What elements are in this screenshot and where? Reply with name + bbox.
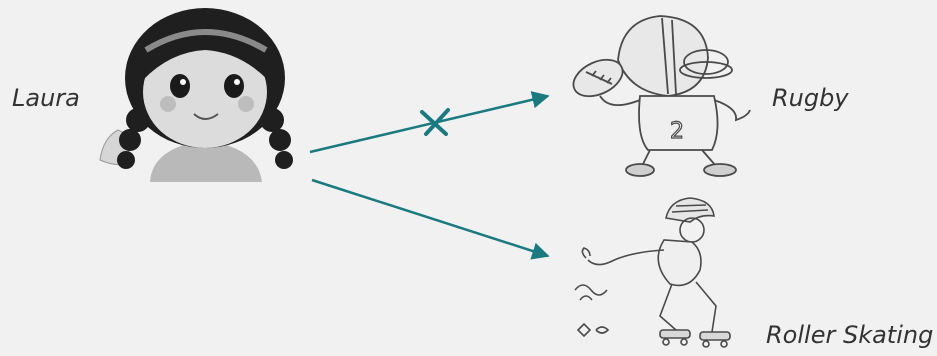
- roller-skater-icon: [575, 198, 730, 347]
- person-label-laura: Laura: [12, 84, 80, 112]
- rugby-player-icon: 2: [568, 16, 750, 176]
- arrow-laura-to-roller-skating: [312, 180, 548, 256]
- arrow-laura-to-rugby: [310, 96, 548, 152]
- activity-label-roller-skating: Roller Skating: [766, 321, 933, 349]
- girl-avatar-icon: [100, 8, 293, 182]
- activity-label-rugby: Rugby: [772, 84, 849, 112]
- svg-text:2: 2: [670, 119, 684, 144]
- cross-mark-icon: [422, 110, 448, 134]
